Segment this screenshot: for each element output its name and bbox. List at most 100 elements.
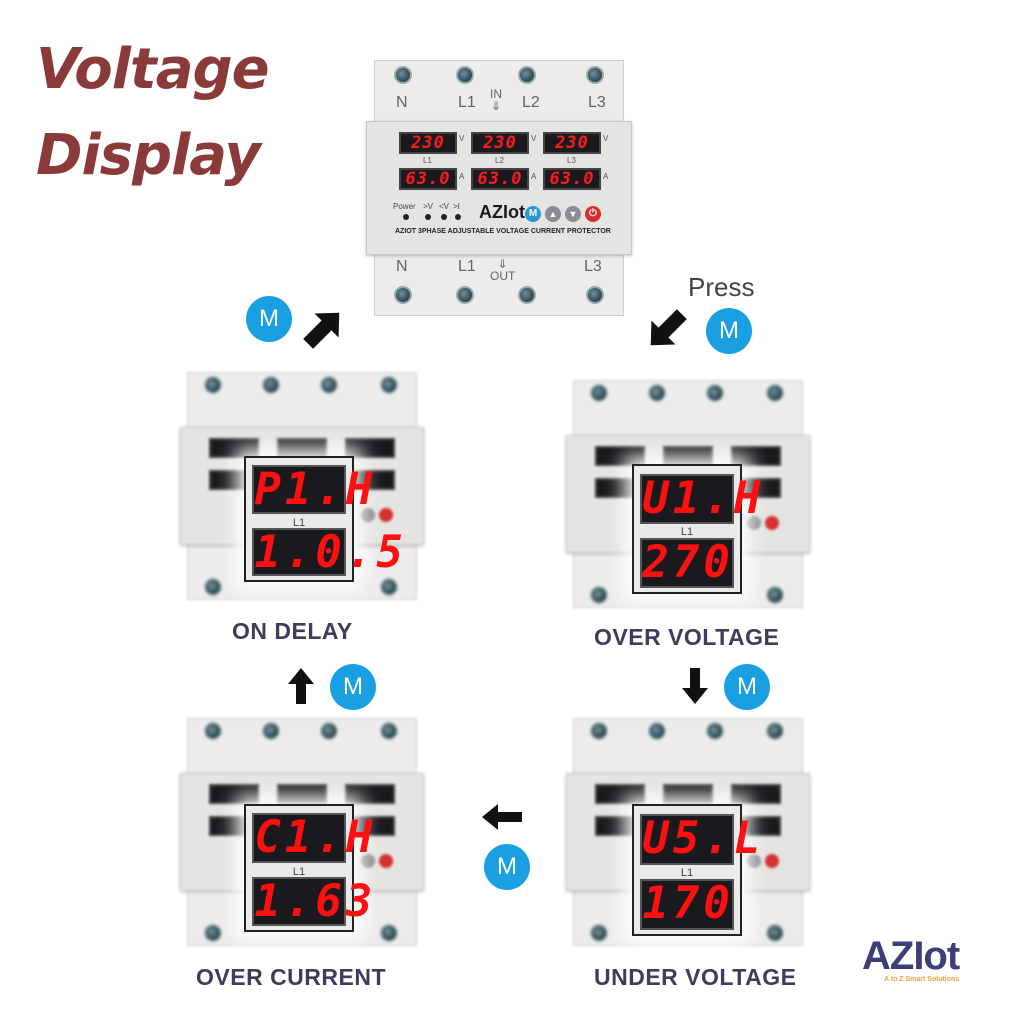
arrow-up-right-icon	[303, 312, 340, 349]
press-label: Press	[688, 272, 755, 302]
device-faceplate: 230 230 230 V V V L1 L2 L3 63.0 63.0 63.…	[366, 121, 632, 255]
terminal-label-l1: L1	[458, 94, 476, 111]
unit-a-label: A	[459, 172, 465, 182]
brand-logo-tagline: A to Z Smart Solutions	[884, 976, 960, 983]
down-button[interactable]: ▼	[565, 206, 581, 223]
screw-icon	[262, 376, 280, 394]
screw-icon	[380, 722, 398, 740]
caption-on-delay: ON DELAY	[232, 618, 353, 644]
down-arrow-icon: ⇓	[497, 257, 508, 271]
zoom-phase-label: L1	[680, 867, 694, 880]
terminal-label-n: N	[396, 94, 408, 111]
m-button[interactable]: M	[525, 206, 541, 223]
screw-icon	[766, 722, 784, 740]
zoom-bottom-display: 1.0.5	[252, 526, 407, 578]
screw-icon	[394, 286, 412, 304]
arrow-down-right-icon	[650, 309, 687, 346]
over-v-led-icon	[425, 214, 431, 221]
zoom-bottom-display: 1.63	[252, 875, 377, 927]
voltage-display-l1: 230	[399, 132, 457, 155]
screw-icon	[320, 376, 338, 394]
indicator-over-v-label: >V	[423, 202, 434, 212]
phase-label-l2: L2	[495, 156, 504, 166]
zoom-top-display: U1.H	[640, 472, 765, 524]
screw-icon	[586, 286, 604, 304]
brand-logo: AZIot A to Z Smart Solutions	[862, 934, 960, 983]
unit-v-label: V	[459, 134, 465, 144]
zoom-bottom-display: 170	[640, 877, 734, 931]
bg-display	[345, 437, 395, 458]
device-top-block	[573, 380, 803, 444]
m-button-icon: M	[330, 664, 376, 710]
zoom-phase-label: L1	[292, 865, 306, 878]
bg-display	[277, 437, 327, 458]
voltage-display-l3: 230	[543, 132, 601, 155]
bg-display	[731, 783, 781, 804]
screw-icon	[766, 384, 784, 402]
terminal-label-l3-out: L3	[584, 258, 602, 275]
device-top-block	[573, 718, 803, 782]
screw-icon	[590, 722, 608, 740]
up-button[interactable]: ▲	[545, 206, 561, 223]
indicator-over-i-label: >I	[453, 202, 460, 212]
bg-display	[663, 445, 713, 466]
terminal-label-l1-out: L1	[458, 258, 476, 275]
device-top-block	[187, 718, 417, 782]
bg-display	[595, 783, 645, 804]
bg-display	[595, 445, 645, 466]
voltage-display-l2: 230	[471, 132, 529, 155]
screw-icon	[380, 578, 398, 596]
m-button-icon: M	[484, 844, 530, 890]
m-button-icon: M	[246, 296, 292, 342]
power-button[interactable]	[765, 853, 779, 868]
title-line-1: Voltage	[36, 37, 270, 102]
screw-icon	[320, 722, 338, 740]
arrow-left-icon	[482, 804, 522, 830]
bg-display	[345, 783, 395, 804]
zoom-top-display: C1.H	[252, 812, 377, 864]
device-top-block	[373, 60, 624, 132]
zoom-bottom-display: 270	[640, 536, 734, 589]
screw-icon	[456, 66, 474, 84]
bg-display	[209, 437, 259, 458]
phase-label-l3: L3	[567, 156, 576, 166]
bg-display	[731, 445, 781, 466]
main-device: N L1 L2 L3 IN ⇓ 230 230 230 V V V L1 L2 L…	[366, 60, 632, 316]
zoom-phase-label: L1	[680, 526, 694, 539]
power-button[interactable]	[765, 515, 779, 530]
brand-logo-word: AZIot	[862, 934, 960, 978]
down-button[interactable]	[361, 853, 375, 868]
down-button[interactable]	[747, 515, 761, 530]
indicator-power-label: Power	[393, 202, 416, 212]
down-button[interactable]	[747, 853, 761, 868]
unit-a-label: A	[603, 172, 609, 182]
screw-icon	[204, 924, 222, 942]
terminal-label-l3: L3	[588, 94, 606, 111]
current-display-l3: 63.0	[543, 168, 601, 191]
screw-icon	[262, 722, 280, 740]
screw-icon	[648, 722, 666, 740]
zoom-panel-under-voltage: U5.L L1 170	[632, 804, 760, 936]
terminal-label-l2: L2	[522, 94, 540, 111]
caption-over-current: OVER CURRENT	[196, 964, 387, 990]
caption-over-voltage: OVER VOLTAGE	[594, 624, 780, 650]
device-on-delay	[180, 372, 424, 600]
screw-icon	[518, 286, 536, 304]
caption-under-voltage: UNDER VOLTAGE	[594, 964, 797, 990]
power-button[interactable]	[379, 853, 393, 868]
device-top-block	[187, 372, 417, 436]
arrow-down-icon	[682, 668, 708, 704]
screw-icon	[204, 578, 222, 596]
current-display-l2: 63.0	[471, 168, 529, 191]
screw-icon	[706, 722, 724, 740]
screw-icon	[204, 722, 222, 740]
power-button[interactable]: ⏻	[585, 206, 601, 223]
title-line-2: Display	[36, 123, 261, 188]
unit-v-label: V	[603, 134, 609, 144]
down-button[interactable]	[361, 507, 375, 522]
bg-display	[277, 783, 327, 804]
power-button[interactable]	[379, 507, 393, 522]
current-display-l1: 63.0	[399, 168, 457, 191]
indicator-under-v-label: <V	[439, 202, 450, 212]
in-text: IN	[490, 87, 502, 101]
